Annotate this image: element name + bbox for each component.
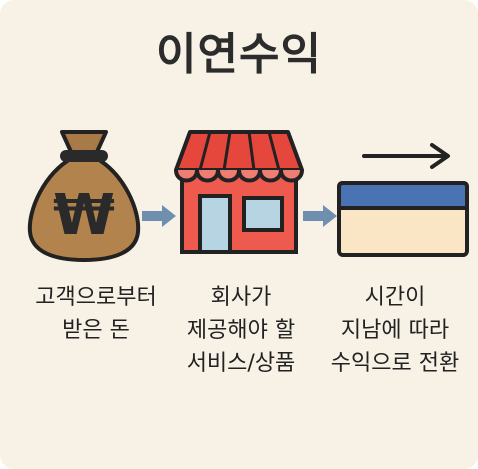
diagram-title: 이연수익 <box>156 29 322 80</box>
step-label-obligation: 회사가 제공해야 할 서비스/상품 <box>166 281 316 380</box>
label-line: 시간이 <box>364 285 426 310</box>
money-bag-icon: ₩ <box>27 130 141 262</box>
arrow-right-icon <box>303 205 337 227</box>
store-icon <box>174 130 304 254</box>
label-line: 받은 돈 <box>62 318 130 343</box>
won-symbol: ₩ <box>53 183 115 248</box>
step-label-customer-money: 고객으로부터 받은 돈 <box>14 281 178 347</box>
label-line: 지남에 따라 <box>340 318 450 343</box>
arrow-right-icon <box>142 205 176 227</box>
label-line: 수익으로 전환 <box>330 351 460 376</box>
long-arrow-right-icon <box>362 143 450 169</box>
label-line: 고객으로부터 <box>35 285 157 310</box>
step-label-revenue-recognition: 시간이 지남에 따라 수익으로 전환 <box>316 281 474 380</box>
label-line: 제공해야 할 <box>186 318 296 343</box>
label-line: 회사가 <box>210 285 272 310</box>
label-line: 서비스/상품 <box>186 351 296 376</box>
revenue-bar-icon <box>337 181 469 257</box>
